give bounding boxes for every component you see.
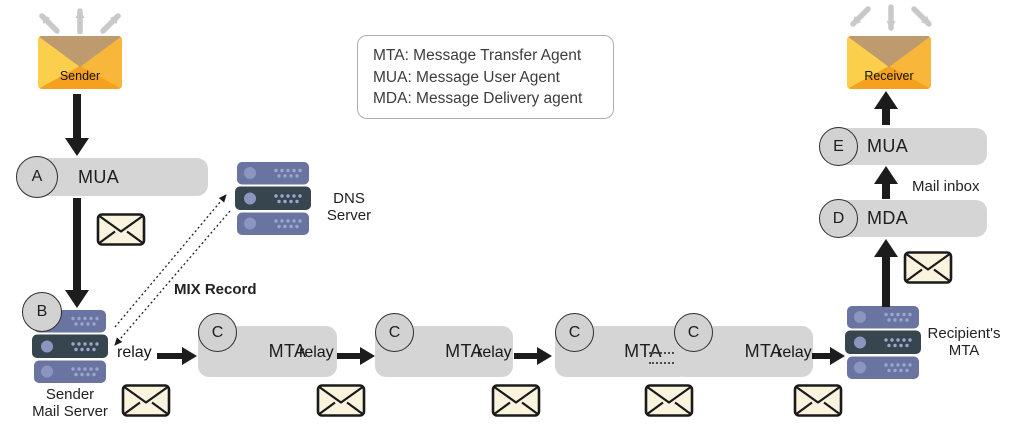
sender-mail-server-label-line2: Mail Server bbox=[32, 403, 108, 420]
receiver-incoming-arrows-icon bbox=[850, 4, 932, 31]
mail-envelope-icon bbox=[121, 384, 171, 417]
legend-line-mda: MDA: Message Delivery agent bbox=[373, 90, 583, 107]
mua-e-label: MUA bbox=[867, 136, 909, 156]
badge-a: A bbox=[16, 156, 58, 198]
arrow-sender-to-mua bbox=[65, 94, 89, 156]
arrow-server-to-mda bbox=[874, 239, 898, 307]
recipients-mta-label: Recipient's MTA bbox=[918, 325, 1010, 359]
relay-label-2: relay bbox=[299, 344, 334, 361]
mail-inbox-label: Mail inbox bbox=[912, 178, 980, 195]
sender-mail-server-label-line1: Sender bbox=[45, 386, 95, 403]
arrow-mua-to-mailserver bbox=[65, 198, 89, 308]
mta-1-label: MTA bbox=[268, 341, 307, 361]
relay-label-3: relay bbox=[477, 344, 512, 361]
mda-label: MDA bbox=[867, 208, 909, 228]
arrow-relay-4 bbox=[812, 347, 845, 365]
legend-line-mua: MUA: Message User Agent bbox=[373, 68, 560, 86]
dns-server-label: DNS Server bbox=[318, 190, 380, 224]
node-mda: MDA bbox=[833, 200, 987, 237]
legend-line-mta: MTA: Message Transfer Agent bbox=[373, 47, 582, 64]
badge-d: D bbox=[819, 199, 858, 238]
mta-2-label: MTA bbox=[445, 341, 483, 361]
mail-envelope-icon bbox=[644, 384, 694, 417]
mail-envelope-icon bbox=[491, 384, 541, 417]
recipients-mta-server-icon bbox=[845, 306, 921, 379]
dotted-link-bottom bbox=[649, 362, 674, 364]
badge-c2: C bbox=[375, 313, 414, 352]
receiver-label: Receiver bbox=[864, 69, 914, 83]
sender-broadcast-arrows-icon bbox=[39, 8, 121, 34]
node-mua-a: MUA bbox=[28, 158, 208, 196]
arrow-mua-to-receiver bbox=[874, 91, 898, 125]
legend-box: MTA: Message Transfer Agent MUA: Message… bbox=[357, 35, 614, 119]
sender-envelope-icon: Sender bbox=[38, 36, 122, 89]
relay-label-1: relay bbox=[117, 344, 152, 361]
mail-envelope-icon bbox=[793, 384, 843, 417]
recipients-mta-label-line2: MTA bbox=[948, 342, 980, 359]
dns-query-arrows bbox=[114, 194, 231, 346]
dotted-link-top bbox=[649, 352, 674, 354]
badge-c3: C bbox=[555, 313, 594, 352]
mta-4-label: MTA bbox=[744, 341, 783, 361]
mail-envelope-icon bbox=[316, 384, 366, 417]
badge-b: B bbox=[22, 292, 62, 332]
arrow-relay-1 bbox=[157, 347, 197, 365]
mix-record-label: MIX Record bbox=[174, 281, 257, 298]
arrow-relay-3 bbox=[514, 347, 552, 365]
dns-server-label-line1: DNS bbox=[333, 190, 365, 207]
node-mua-e: MUA bbox=[833, 128, 987, 165]
recipients-mta-label-line1: Recipient's bbox=[927, 325, 1001, 342]
relay-label-4: relay bbox=[777, 344, 812, 361]
badge-c1: C bbox=[198, 313, 237, 352]
mail-envelope-icon bbox=[903, 251, 953, 284]
badge-c4: C bbox=[674, 313, 713, 352]
mta-3-label: MTA bbox=[624, 341, 662, 361]
sender-mail-server-label: Sender Mail Server bbox=[14, 386, 126, 420]
mua-a-label: MUA bbox=[78, 166, 120, 187]
receiver-envelope-icon: Receiver bbox=[847, 36, 931, 89]
badge-e: E bbox=[819, 127, 858, 166]
arrow-mda-to-mua bbox=[874, 166, 898, 199]
arrow-relay-2 bbox=[337, 347, 375, 365]
sender-label: Sender bbox=[59, 69, 101, 83]
dns-server-label-line2: Server bbox=[326, 207, 372, 224]
